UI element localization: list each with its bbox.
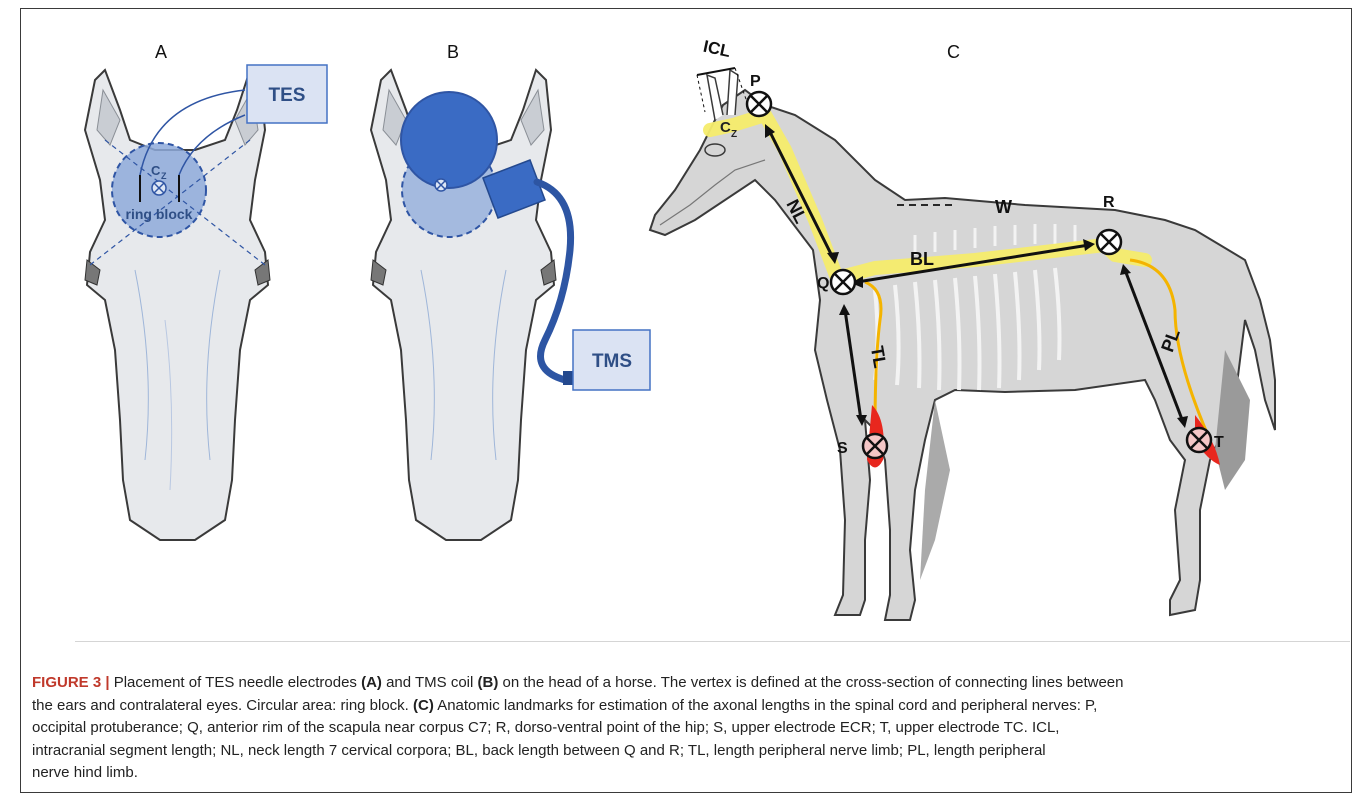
panel-c-label: C [947, 42, 960, 62]
caption-part3: on the head of a horse. The vertex is de… [498, 674, 1123, 691]
tl-label: TL [867, 344, 891, 369]
caption-line2b: Anatomic landmarks for estimation of the… [434, 697, 1097, 714]
circled-x-icon [863, 434, 887, 458]
caption-line2: the ears and contralateral eyes. Circula… [32, 697, 413, 714]
circled-x-icon [1187, 428, 1211, 452]
panel-separator [75, 641, 1350, 642]
skull-ear-1 [707, 75, 723, 120]
cz-label-a: C [151, 163, 161, 178]
caption-label: FIGURE 3 | [32, 674, 110, 691]
w-label: W [995, 197, 1012, 217]
circled-x-icon [831, 270, 855, 294]
bl-label: BL [910, 249, 934, 269]
horse-head-a [85, 70, 268, 540]
cz-sub-c: Z [731, 129, 737, 140]
caption-line-2: the ears and contralateral eyes. Circula… [32, 695, 1332, 718]
panel-b-label: B [447, 42, 459, 62]
figure-panel: A C Z ring block TES [75, 20, 1350, 642]
icl-dash-1 [697, 75, 705, 112]
panel-c: C [650, 37, 1275, 620]
circled-x-icon [1097, 230, 1121, 254]
caption-line-3: occipital protuberance; Q, anterior rim … [32, 717, 1332, 740]
icl-label: ICL [702, 37, 733, 61]
circled-x-icon [435, 179, 447, 191]
caption-line-1: FIGURE 3 | Placement of TES needle elect… [32, 672, 1332, 695]
tms-connector [563, 371, 573, 385]
tms-coil [401, 92, 497, 188]
caption-part1: Placement of TES needle electrodes [110, 674, 362, 691]
panel-a-label: A [155, 42, 167, 62]
q-label: Q [817, 275, 829, 292]
s-label: S [837, 440, 848, 457]
caption-line-4: intracranial segment length; NL, neck le… [32, 740, 1332, 763]
figure-graphic: A C Z ring block TES [75, 20, 1350, 642]
caption-line-5: nerve hind limb. [32, 762, 1332, 785]
caption-part2: and TMS coil [382, 674, 478, 691]
p-label: P [750, 73, 761, 90]
tes-label: TES [269, 85, 306, 106]
caption-ref-a: (A) [361, 674, 382, 691]
panel-a: A C Z ring block TES [85, 42, 327, 540]
caption-ref-c: (C) [413, 697, 434, 714]
circled-x-icon [747, 92, 771, 116]
tms-label: TMS [592, 351, 632, 372]
panel-b: B TMS [371, 42, 650, 540]
figure-caption: FIGURE 3 | Placement of TES needle elect… [32, 672, 1332, 785]
cz-sub-a: Z [161, 171, 167, 181]
caption-ref-b: (B) [478, 674, 499, 691]
t-label: T [1214, 434, 1224, 451]
circled-x-icon [152, 181, 166, 195]
r-label: R [1103, 194, 1115, 211]
ring-block-label: ring block [126, 206, 193, 222]
cz-label-c: C [720, 119, 731, 136]
